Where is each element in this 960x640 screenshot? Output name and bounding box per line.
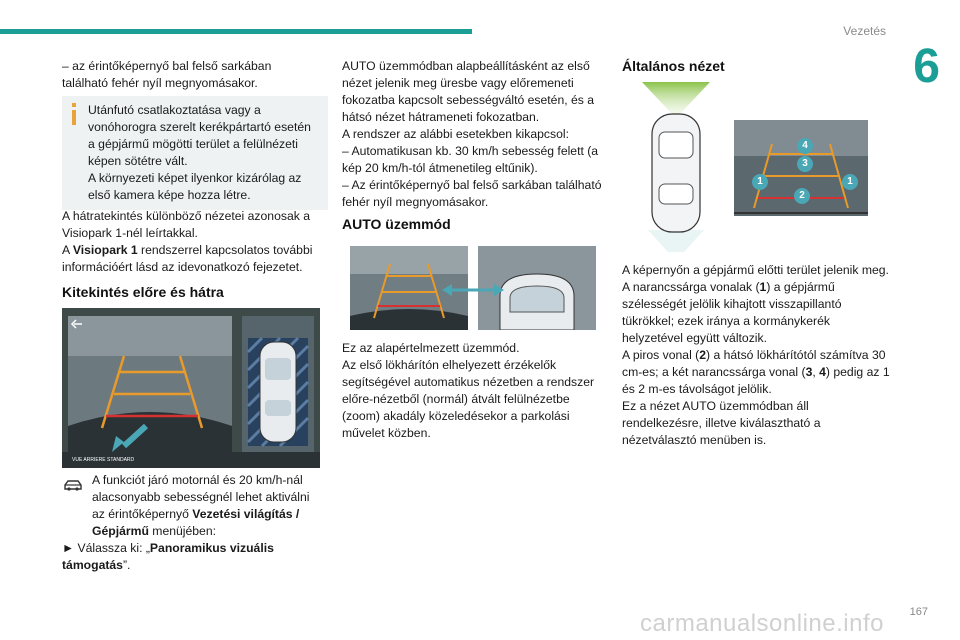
paragraph: A képernyőn a gépjármű előtti terület je… — [622, 263, 889, 277]
callout-label: 3 — [802, 158, 808, 169]
paragraph: A Visiopark 1 rendszerrel kapcsolatos to… — [62, 242, 320, 276]
back-arrow-icon — [70, 319, 82, 329]
heading-general-view: Általános nézet — [622, 58, 725, 74]
column-1-body: A hátratekintés különböző nézetei azonos… — [62, 208, 320, 276]
text: ) a gépjármű szélességét jelölik kihajto… — [622, 280, 842, 345]
text: ”. — [122, 558, 131, 572]
callout-label: 1 — [847, 176, 853, 187]
column-1: – az érintőképernyő bal felső sarkában t… — [62, 58, 320, 100]
section-title: Vezetés — [843, 24, 886, 38]
paragraph: – az érintőképernyő bal felső sarkában t… — [62, 59, 272, 90]
paragraph: Az első lökhárítón elhelyezett érzékelők… — [342, 358, 595, 440]
watermark: carmanualsonline.info — [640, 610, 884, 637]
text: menüjében: — [148, 524, 216, 538]
heading-front-rear-view: Kitekintés előre és hátra — [62, 284, 224, 300]
text: ) a hátsó lökhárítótól számítva 30 cm-es… — [622, 348, 886, 379]
camera-view-figure — [62, 308, 320, 468]
callout-label: 4 — [802, 140, 808, 151]
car-icon — [64, 480, 82, 491]
paragraph: Ez az alapértelmezett üzemmód. — [342, 341, 520, 355]
info-icon — [72, 103, 76, 125]
heading-auto-mode: AUTO üzemmód — [342, 216, 451, 232]
bold-text: 2 — [699, 348, 707, 362]
paragraph: A rendszer az alábbi esetekben kikapcsol… — [342, 127, 569, 141]
page-number: 167 — [909, 606, 928, 618]
paragraph: A narancssárga vonalak (1) a gépjármű sz… — [622, 279, 892, 347]
text: A narancssárga vonalak ( — [622, 280, 760, 294]
header-accent-bar — [0, 29, 472, 34]
note-text: Utánfutó csatlakoztatása vagy a vonóhoro… — [88, 103, 311, 202]
text: ► Válassza ki: „ — [62, 541, 150, 555]
column-2: AUTO üzemmódban alapbeállításként az els… — [342, 58, 602, 211]
callout-label: 2 — [799, 190, 805, 201]
bold-text: 1 — [759, 280, 767, 294]
car-topview-icon — [259, 341, 297, 443]
callout-1-left — [752, 174, 768, 190]
general-view-figure — [642, 82, 868, 252]
paragraph: – Az érintőképernyő bal felső sarkában t… — [342, 178, 602, 209]
bold-text: 4 — [819, 365, 826, 379]
auto-mode-figure — [350, 246, 596, 330]
bold-text: Visiopark 1 — [72, 243, 138, 257]
text: A piros vonal ( — [622, 348, 700, 362]
column-2-lower: Ez az alapértelmezett üzemmód. Az első l… — [342, 340, 602, 442]
step: ► Válassza ki: „Panoramikus vizuális tám… — [62, 540, 320, 574]
text: A funkciót járó motornál és 20 km/h-nál … — [92, 473, 310, 521]
paragraph: A hátratekintés különböző nézetei azonos… — [62, 209, 310, 240]
bold-text: Vezetési világítás / Gépjármű — [92, 507, 300, 538]
paragraph: AUTO üzemmódban alapbeállításként az els… — [342, 59, 595, 124]
chapter-number: 6 — [913, 40, 940, 93]
paragraph: A piros vonal (2) a hátsó lökhárítótól s… — [622, 347, 892, 398]
column-3-body: A képernyőn a gépjármű előtti terület je… — [622, 262, 892, 449]
callout-4 — [797, 138, 813, 154]
callout-1-right — [842, 174, 858, 190]
note-car: A funkciót járó motornál és 20 km/h-nál … — [62, 472, 320, 574]
text: A — [62, 243, 73, 257]
callout-2 — [794, 188, 810, 204]
bold-text: Panoramikus vizuális támogatás — [62, 541, 274, 572]
figure-caption: VUE ARRIERE STANDARD — [72, 457, 135, 463]
note-text: A funkciót járó motornál és 20 km/h-nál … — [62, 472, 320, 540]
text: ) pedig az 1 és 2 m-es távolságot jelöli… — [622, 365, 890, 396]
info-note: Utánfutó csatlakoztatása vagy a vonóhoro… — [62, 96, 328, 210]
paragraph: – Automatikusan kb. 30 km/h sebesség fel… — [342, 144, 599, 175]
bold-text: 3 — [805, 365, 813, 379]
paragraph: Ez a nézet AUTO üzemmódban áll rendelkez… — [622, 399, 821, 447]
text: rendszerrel kapcsolatos további informác… — [62, 243, 313, 274]
callout-label: 1 — [757, 176, 763, 187]
callout-3 — [797, 156, 813, 172]
text: , — [812, 365, 820, 379]
